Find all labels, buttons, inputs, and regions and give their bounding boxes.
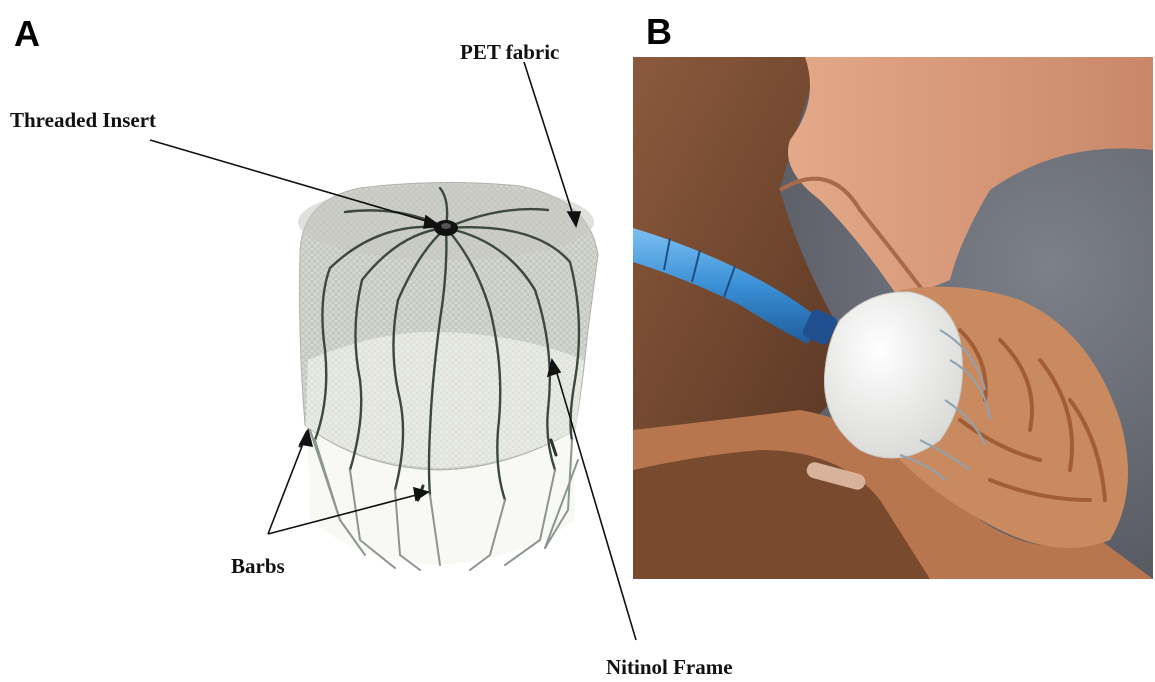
- label-threaded-insert: Threaded Insert: [10, 110, 156, 131]
- barbs-leader-1: [268, 436, 306, 534]
- occluder-device: [824, 292, 962, 458]
- label-pet-fabric: PET fabric: [460, 42, 559, 63]
- panel-b-illustration: [633, 57, 1153, 579]
- label-nitinol-frame: Nitinol Frame: [606, 657, 733, 678]
- label-barbs: Barbs: [231, 556, 285, 577]
- panel-label-b: B: [646, 14, 672, 50]
- device-illustration: [298, 182, 598, 570]
- panel-label-a: A: [14, 16, 40, 52]
- threaded-insert-leader: [150, 140, 436, 224]
